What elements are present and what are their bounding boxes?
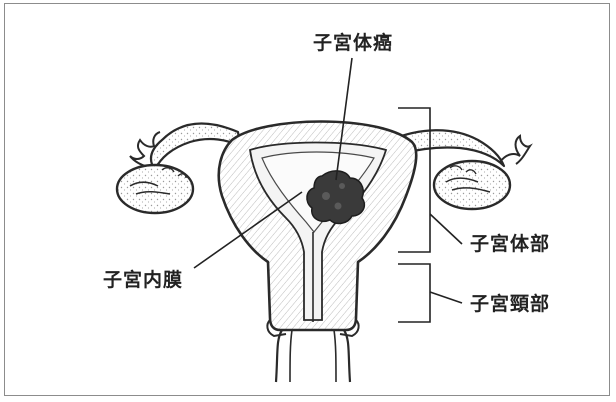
right-fimbriae [500,136,530,164]
vagina-right-wall [344,330,350,382]
right-ovary [434,161,510,209]
cervix-bracket [398,264,430,322]
left-ovary [117,165,193,213]
label-uterine-body: 子宮体部 [470,235,550,254]
label-endometrium: 子宮内膜 [103,271,183,290]
label-uterine-cancer: 子宮体癌 [313,34,393,53]
vagina-left-wall [276,330,282,382]
label-cervix: 子宮頸部 [470,295,550,314]
